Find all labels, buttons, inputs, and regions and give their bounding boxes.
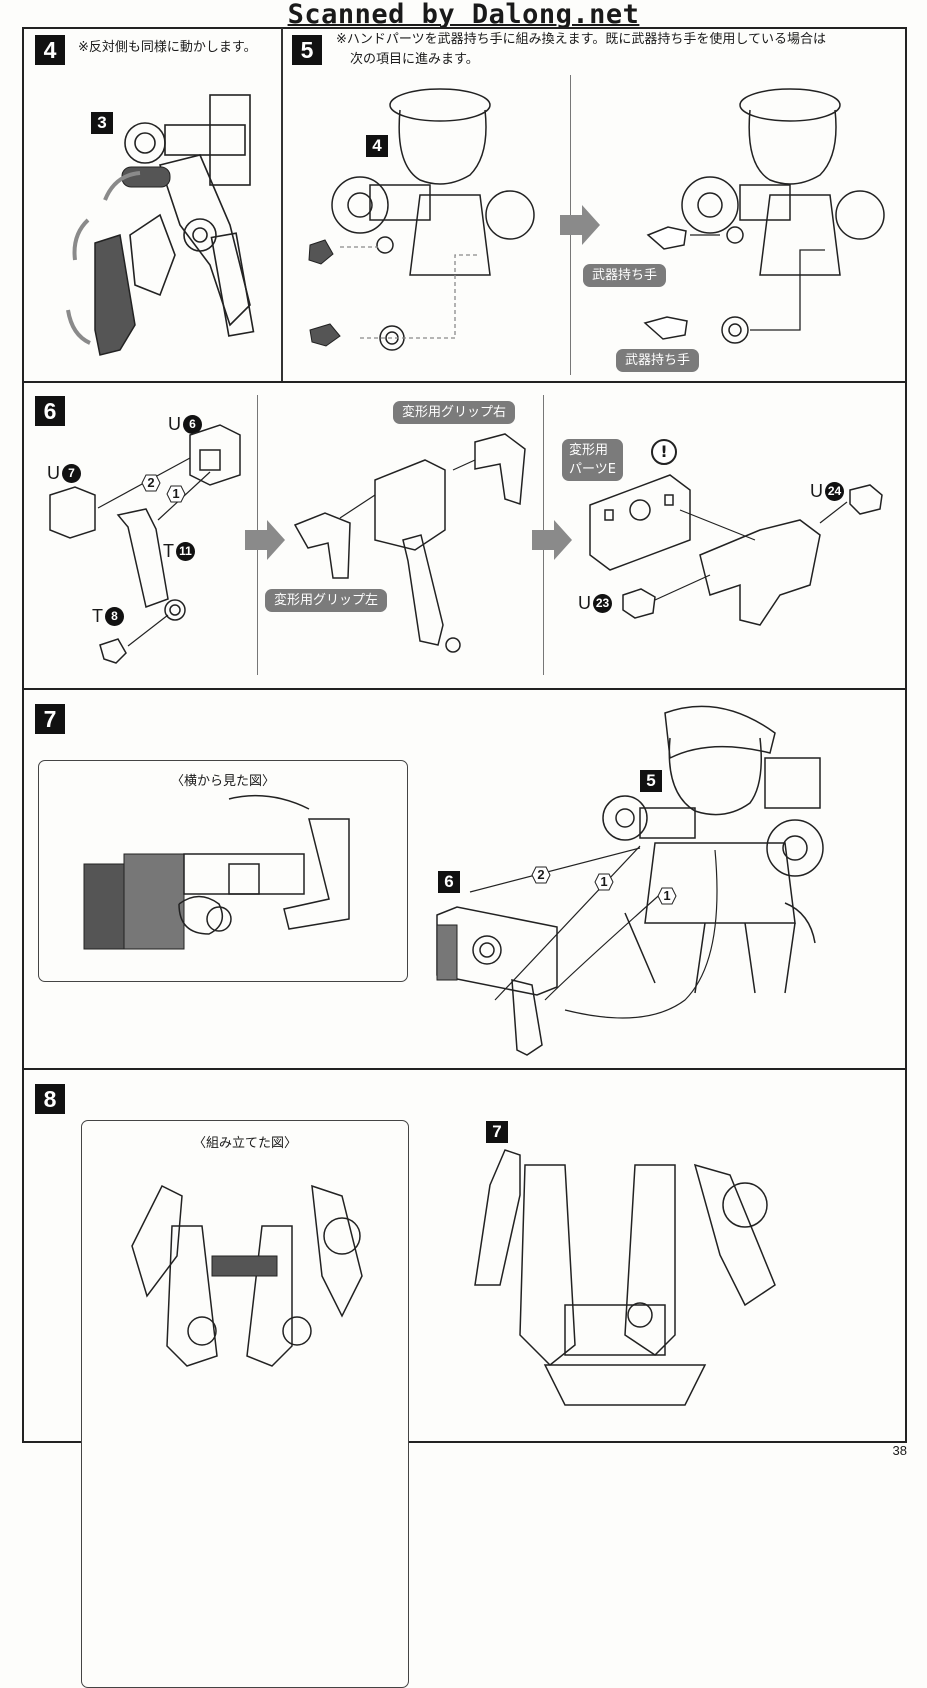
part-number: 24 <box>825 482 844 501</box>
step-8-sub-ref-7: 7 <box>486 1121 508 1143</box>
side-view-title: 〈横から見た図〉 <box>170 774 275 789</box>
page-number: 38 <box>892 1443 907 1458</box>
parts-e-label: 変形用 パーツE <box>562 439 623 481</box>
step-4-leg-illustration <box>66 94 255 356</box>
step-5-note-line2: 次の項目に進みます。 <box>350 52 479 67</box>
grip-right-label: 変形用グリップ右 <box>393 401 516 424</box>
grip-left-label: 変形用グリップ左 <box>265 589 388 612</box>
part-letter: U <box>810 481 823 501</box>
step-7-weapon-illustration <box>436 906 558 1056</box>
part-label-u23: U 23 <box>578 593 612 614</box>
part-number: 7 <box>62 464 81 483</box>
step-5-label-weapon-hand-b: 武器持ち手 <box>616 349 700 372</box>
step-8-assembly-illustration <box>474 1149 776 1406</box>
parts-e-line2: パーツE <box>569 462 616 477</box>
step-5-figure-before <box>308 88 535 351</box>
part-label-u7: U 7 <box>47 463 81 484</box>
step-7-number: 7 <box>35 704 65 734</box>
scanner-watermark: Scanned by Dalong.net <box>287 0 640 30</box>
parts-e-line1: 変形用 <box>569 443 609 458</box>
step-4-number: 4 <box>35 35 65 65</box>
part-letter: U <box>578 593 591 613</box>
step-4-sub-ref: 3 <box>91 112 113 134</box>
step-6-number: 6 <box>35 396 65 426</box>
part-label-t11: T 11 <box>163 541 195 562</box>
side-view-illustration <box>83 794 350 950</box>
step-7-figure-illustration <box>602 705 824 994</box>
step-6-arrow-a <box>245 520 285 560</box>
divider-row1 <box>22 381 907 383</box>
step-6-weapon-assembly <box>589 474 883 626</box>
step-5-note-line1: ※ハンドパーツを武器持ち手に組み換えます。既に武器持ち手を使用している場合は <box>336 32 826 47</box>
step-6-grip-assembly <box>293 433 526 653</box>
step-5-number: 5 <box>292 35 322 65</box>
sequence-marker-2: 2 <box>531 866 551 884</box>
divider-row2 <box>22 688 907 690</box>
side-view-inset: 〈横から見た図〉 <box>38 760 408 982</box>
part-number: 11 <box>176 542 195 561</box>
part-label-u24: U 24 <box>810 481 844 502</box>
part-letter: U <box>47 463 60 483</box>
part-number: 23 <box>593 594 612 613</box>
step-5-transition-arrow <box>560 205 600 245</box>
step-6-arrow-b <box>532 520 572 560</box>
assembled-view-illustration <box>131 1184 363 1367</box>
step-7-sub-ref-6: 6 <box>438 871 460 893</box>
part-label-u6: U 6 <box>168 414 202 435</box>
step-4-note: ※反対側も同様に動かします。 <box>78 40 257 55</box>
caution-exclamation-icon: ! <box>651 439 677 465</box>
part-label-t8: T 8 <box>92 606 124 627</box>
part-number: 6 <box>183 415 202 434</box>
part-letter: U <box>168 414 181 434</box>
sequence-marker-1: 1 <box>657 887 677 905</box>
step-7-sub-ref-5: 5 <box>640 770 662 792</box>
step-5-sub-ref: 4 <box>366 135 388 157</box>
sequence-marker-1: 1 <box>166 485 186 503</box>
part-letter: T <box>163 541 174 561</box>
step-8-number: 8 <box>35 1084 65 1114</box>
assembled-view-title: 〈組み立てた図〉 <box>192 1136 297 1151</box>
sequence-marker-2: 2 <box>141 474 161 492</box>
part-number: 8 <box>105 607 124 626</box>
step-5-figure-after <box>643 88 885 344</box>
divider-row3 <box>22 1068 907 1070</box>
step-5-label-weapon-hand-a: 武器持ち手 <box>583 264 667 287</box>
sequence-marker-1: 1 <box>594 873 614 891</box>
step-6-parts-exploded <box>49 424 241 664</box>
divider-4-5 <box>281 28 283 381</box>
assembled-view-inset: 〈組み立てた図〉 <box>81 1120 409 1688</box>
page-frame <box>22 27 907 1443</box>
part-letter: T <box>92 606 103 626</box>
